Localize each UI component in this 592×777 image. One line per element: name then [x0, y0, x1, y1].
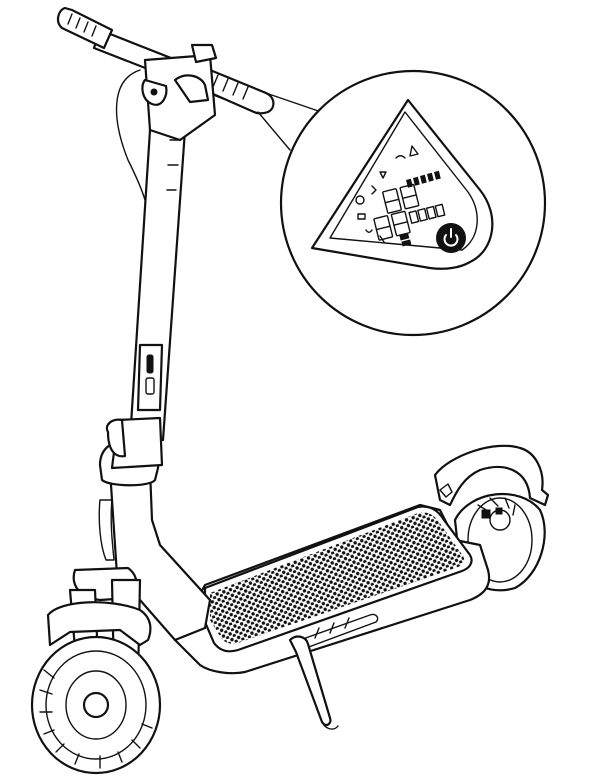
cruise-icon — [365, 229, 373, 233]
right-grip — [202, 68, 275, 115]
display-inset — [279, 69, 547, 337]
front-wheel — [30, 601, 162, 775]
leader-line-bottom — [257, 111, 291, 151]
headlight-indicator-icon — [355, 195, 365, 205]
stem — [105, 128, 187, 470]
status-icons — [355, 145, 419, 247]
brake-cable — [115, 69, 146, 201]
bluetooth-icon — [395, 155, 406, 159]
odometer-digits — [408, 203, 446, 224]
deck-grip-pattern — [210, 512, 465, 644]
handlebar — [56, 6, 275, 142]
power-button-icon — [443, 234, 459, 247]
throttle — [190, 43, 218, 64]
warning-icon — [379, 171, 387, 179]
power-button[interactable] — [436, 223, 466, 253]
rear-fender — [433, 444, 550, 507]
front-fender — [46, 601, 152, 647]
speed-digits — [373, 183, 420, 241]
rear-brake-caliper — [481, 509, 491, 519]
alert-triangle-icon — [409, 145, 419, 157]
lcd-screen — [329, 111, 478, 251]
front-light — [98, 499, 115, 561]
eco-icon — [357, 213, 366, 220]
rear-reflector — [439, 483, 453, 498]
mode-indicator-icon — [371, 185, 377, 195]
brake-lever — [173, 74, 210, 104]
deck — [173, 503, 491, 675]
kickstand — [288, 635, 339, 730]
